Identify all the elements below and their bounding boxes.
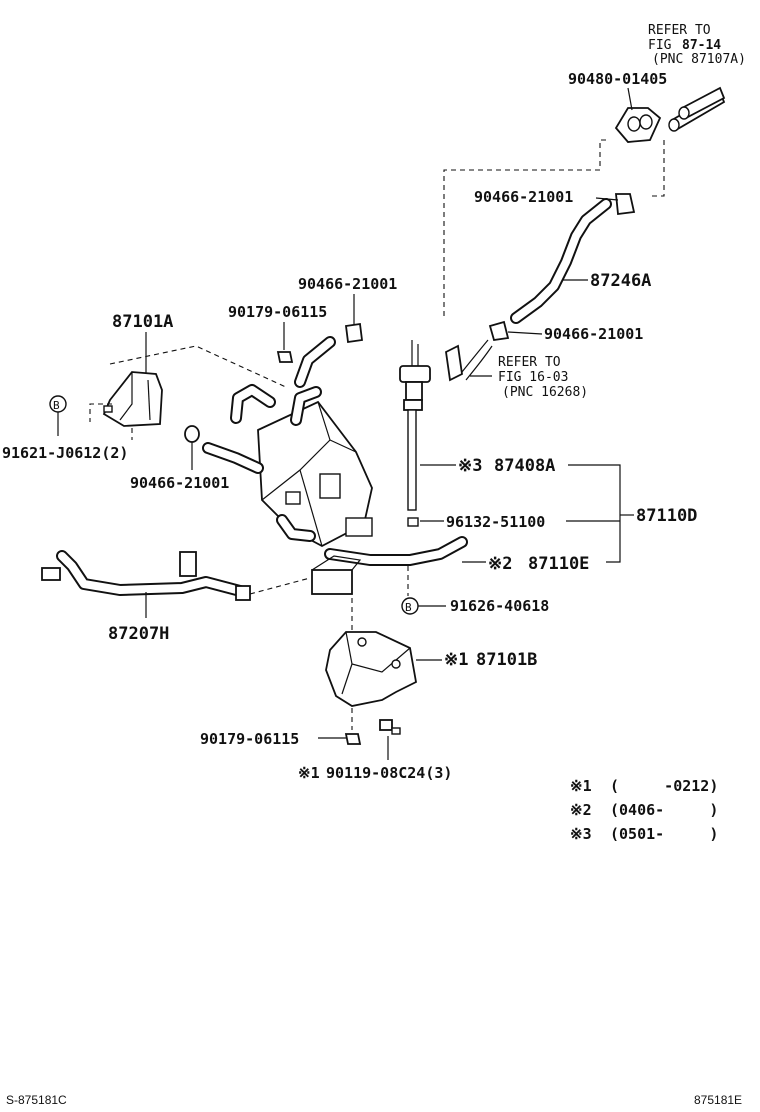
label-90466-21001-left: 90466-21001 (130, 474, 229, 492)
label-87207H: 87207H (108, 624, 169, 644)
nut-top-drawing (276, 351, 294, 363)
refer-mid-line1: REFER TO (498, 355, 561, 370)
mid-tube-drawing (445, 339, 493, 382)
label-91626-40618: 91626-40618 (450, 597, 549, 615)
nut-bottom-drawing (344, 733, 362, 745)
bracket-87101B-drawing (325, 631, 418, 707)
hose-87246A-drawing (510, 198, 612, 324)
label-87110E: 87110E (528, 554, 589, 574)
label-91621-J0612: 91621-J0612(2) (2, 444, 128, 462)
canister-body-drawing (257, 400, 373, 548)
label-90179-06115-top: 90179-06115 (228, 303, 327, 321)
label-96132-51100: 96132-51100 (446, 513, 545, 531)
label-87246A: 87246A (590, 271, 651, 291)
label-90466-21001-right: 90466-21001 (544, 325, 643, 343)
label-87110D: 87110D (636, 506, 697, 526)
footer-right-code: 875181E (694, 1093, 742, 1107)
label-87101B: 87101B (476, 650, 537, 670)
label-90179-06115-bottom: 90179-06115 (200, 730, 299, 748)
bolt-symbol-left-text: B (53, 399, 60, 412)
label-90119-08C24: 90119-08C24(3) (326, 764, 452, 782)
upper-pipe-drawing (668, 86, 726, 132)
bracket-87101A-drawing (102, 371, 163, 427)
bolt-bottom-drawing (379, 719, 401, 735)
legend-range-3: (0501- ) (610, 825, 718, 843)
tube-87207H-drawing (41, 550, 251, 601)
marker-1-a: ※1 (444, 650, 468, 670)
clamp-left-drawing (184, 425, 200, 443)
grommet-part-drawing (614, 107, 662, 143)
hose-87110E-drawing (311, 536, 468, 595)
refer-note-mid: REFER TO FIG 16-03 (PNC 16268) (498, 355, 588, 400)
refer-mid-line2: FIG 16-03 (498, 370, 568, 385)
refer-mid-line3: (PNC 16268) (502, 385, 588, 400)
legend-range-1: ( -0212) (610, 777, 718, 795)
clamp-top-left-drawing (344, 322, 364, 344)
canister-hoses-drawing (202, 336, 336, 542)
clamp-mid-drawing (488, 320, 510, 342)
refer-top-line2-prefix: FIG (648, 38, 672, 53)
bolt-symbol-left: B (49, 395, 67, 413)
legend-range-2: (0406- ) (610, 801, 718, 819)
label-90466-21001-top-left: 90466-21001 (298, 275, 397, 293)
clamp-upper-drawing (615, 193, 636, 216)
refer-top-line3: (PNC 87107A) (652, 52, 746, 67)
label-87101A: 87101A (112, 312, 173, 332)
label-90480-01405: 90480-01405 (568, 70, 667, 88)
sensor-87408A-drawing (399, 340, 431, 527)
legend-mark-2: ※2 (570, 801, 592, 819)
refer-top-line2-fig: 87-14 (682, 38, 721, 53)
refer-top-line1: REFER TO (648, 23, 711, 38)
refer-note-top: REFER TO FIG 87-14 (PNC 87107A) (648, 23, 746, 67)
legend-mark-3: ※3 (570, 825, 592, 843)
marker-3: ※3 (458, 456, 482, 476)
label-90466-21001-upper: 90466-21001 (474, 188, 573, 206)
footer-left-code: S-875181C (6, 1093, 67, 1107)
legend-mark-1: ※1 (570, 777, 592, 795)
legend: ※1 ( -0212) ※2 (0406- ) ※3 (0501- ) (570, 777, 718, 843)
marker-2: ※2 (488, 554, 512, 574)
label-87408A: 87408A (494, 456, 555, 476)
bolt-symbol-right-text: B (405, 601, 412, 614)
marker-1-b: ※1 (298, 764, 320, 782)
bolt-symbol-right: B (401, 597, 419, 615)
